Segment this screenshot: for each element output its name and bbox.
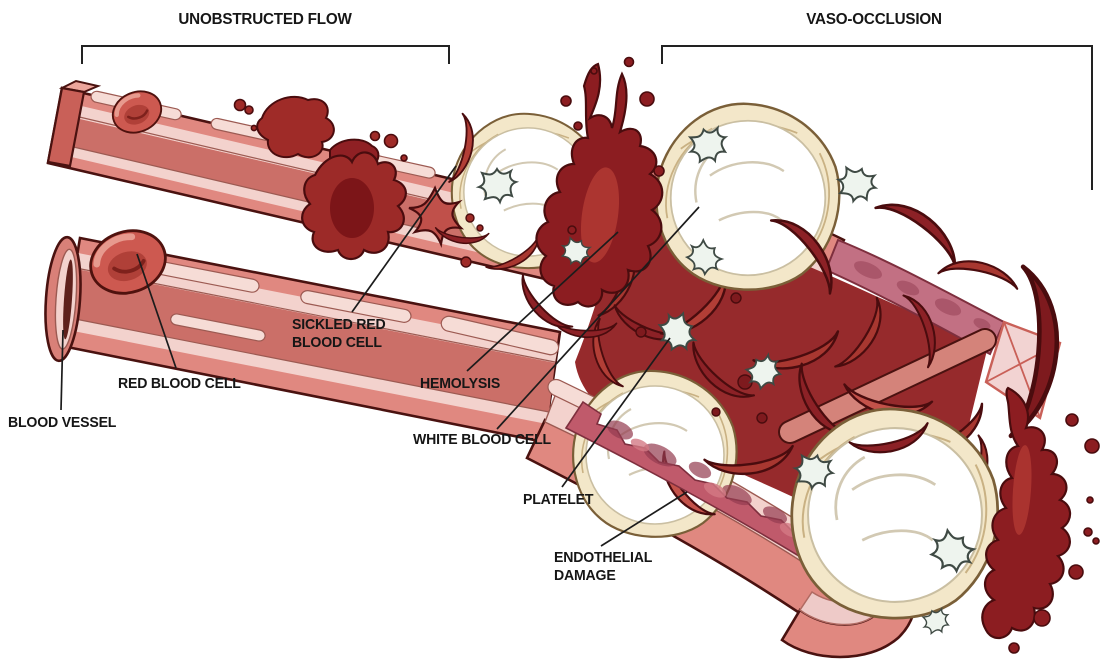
- label-hemolysis: HEMOLYSIS: [420, 375, 501, 392]
- blood-spurt: [981, 386, 1100, 654]
- vessel-opening: [44, 235, 82, 363]
- bracket-unobstructed-flow: [81, 45, 450, 64]
- label-blood-vessel: BLOOD VESSEL: [8, 414, 117, 431]
- leader-lines: [60, 165, 700, 547]
- white-blood-cell: [655, 102, 841, 291]
- section-title-unobstructed-flow: UNOBSTRUCTED FLOW: [178, 11, 352, 28]
- blood-splash-core: [330, 178, 374, 238]
- white-blood-cell: [790, 407, 1000, 620]
- sickled-cell-star: [408, 185, 465, 249]
- sickled-red-blood-cell: [937, 251, 1023, 296]
- label-platelet: PLATELET: [523, 491, 594, 508]
- label-white-blood-cell: WHITE BLOOD CELL: [413, 431, 551, 448]
- sickled-red-blood-cell: [874, 186, 969, 273]
- label-red-blood-cell: RED BLOOD CELL: [118, 375, 241, 392]
- leader-hemolysis: [466, 231, 619, 372]
- deformed-cell: [256, 95, 335, 159]
- label-sickled-red-blood-cell: SICKLED RED BLOOD CELL: [292, 316, 386, 351]
- leader-white-blood-cell: [496, 206, 700, 430]
- label-endothelial-damage: ENDOTHELIAL DAMAGE: [554, 549, 652, 584]
- section-title-vaso-occlusion: VASO-OCCLUSION: [806, 11, 942, 28]
- section-brackets: [81, 45, 1093, 190]
- leader-sickled-cell: [351, 165, 457, 313]
- leader-platelet: [561, 337, 671, 488]
- bracket-vaso-occlusion: [661, 45, 1093, 190]
- blood-vessel-lower-branch: [44, 221, 562, 444]
- leader-red-blood-cell: [136, 253, 177, 369]
- leader-blood-vessel: [60, 329, 64, 411]
- sickled-red-blood-cells-junction: [408, 112, 574, 340]
- leader-endothelial-damage: [600, 491, 688, 547]
